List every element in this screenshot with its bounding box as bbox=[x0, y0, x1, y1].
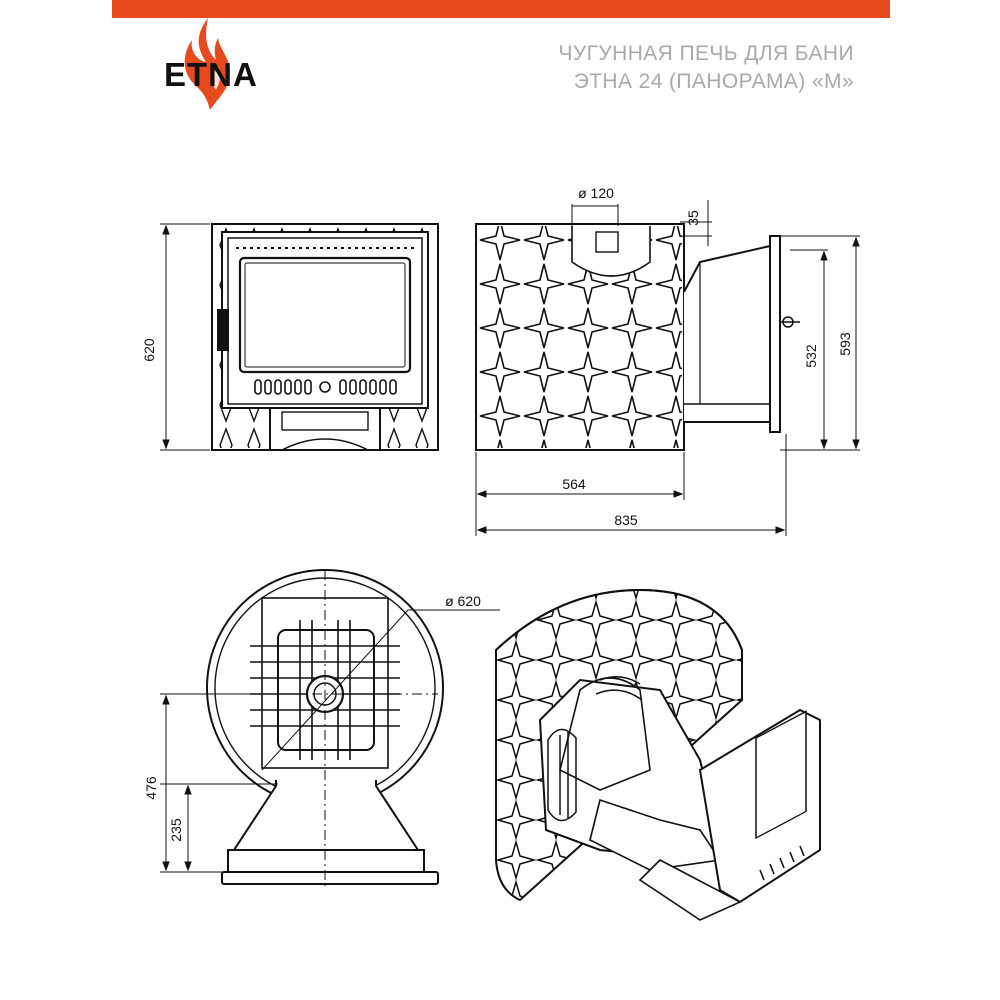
product-title-line2: ЭТНА 24 (ПАНОРАМА) «М» bbox=[573, 70, 854, 93]
side-dimension-lines bbox=[160, 200, 860, 536]
isometric-view bbox=[495, 588, 821, 921]
flame-logo-icon bbox=[184, 18, 230, 110]
front-door-frame bbox=[221, 231, 429, 409]
product-title-line1: ЧУГУННАЯ ПЕЧЬ ДЛЯ БАНИ bbox=[558, 42, 854, 65]
dim-body-depth: 564 bbox=[562, 476, 586, 492]
top-view bbox=[206, 569, 444, 890]
front-glass-window bbox=[238, 256, 412, 374]
dim-front-height: 620 bbox=[141, 338, 157, 362]
side-view bbox=[475, 223, 800, 451]
front-view bbox=[211, 223, 439, 451]
product-title: ЧУГУННАЯ ПЕЧЬ ДЛЯ БАНИ ЭТНА 24 (ПАНОРАМА… bbox=[559, 40, 855, 96]
dim-side-height-inner: 532 bbox=[803, 344, 819, 368]
dim-side-height-total: 593 bbox=[837, 332, 853, 356]
dim-top-diameter: ø 620 bbox=[445, 593, 481, 609]
iso-vent-slots bbox=[759, 845, 805, 881]
dim-flue-diameter: ø 120 bbox=[578, 185, 614, 201]
top-accent-bar bbox=[112, 0, 890, 18]
ash-vent-slots bbox=[254, 379, 397, 395]
side-firebox-tunnel bbox=[683, 244, 771, 423]
dim-flue-offset: 35 bbox=[685, 210, 701, 226]
dim-bottom-height: 476 bbox=[143, 776, 159, 800]
top-tunnel-trapezoid bbox=[232, 780, 420, 851]
top-dimension-lines bbox=[160, 609, 500, 873]
iso-door-tunnel bbox=[698, 708, 821, 904]
brand-logo-text: ETNA bbox=[164, 56, 258, 93]
door-handle-icon bbox=[217, 309, 229, 351]
dim-total-depth: 835 bbox=[614, 512, 638, 528]
dim-base-height: 235 bbox=[168, 818, 184, 842]
